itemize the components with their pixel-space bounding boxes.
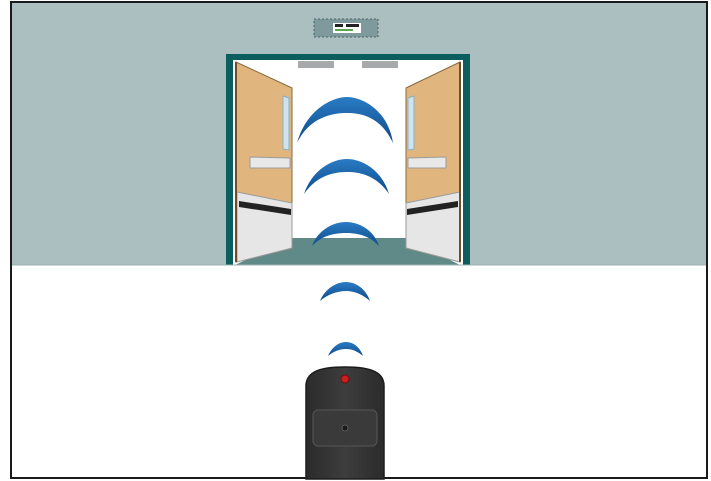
- remote-control-icon: [306, 367, 384, 479]
- indicator-led: [341, 375, 349, 383]
- remote-button: [342, 425, 348, 431]
- door-sign-icon: [314, 19, 378, 37]
- right-door: [406, 62, 460, 262]
- left-door: [236, 62, 292, 262]
- door-closer-right: [362, 61, 398, 68]
- door-closer-left: [298, 61, 334, 68]
